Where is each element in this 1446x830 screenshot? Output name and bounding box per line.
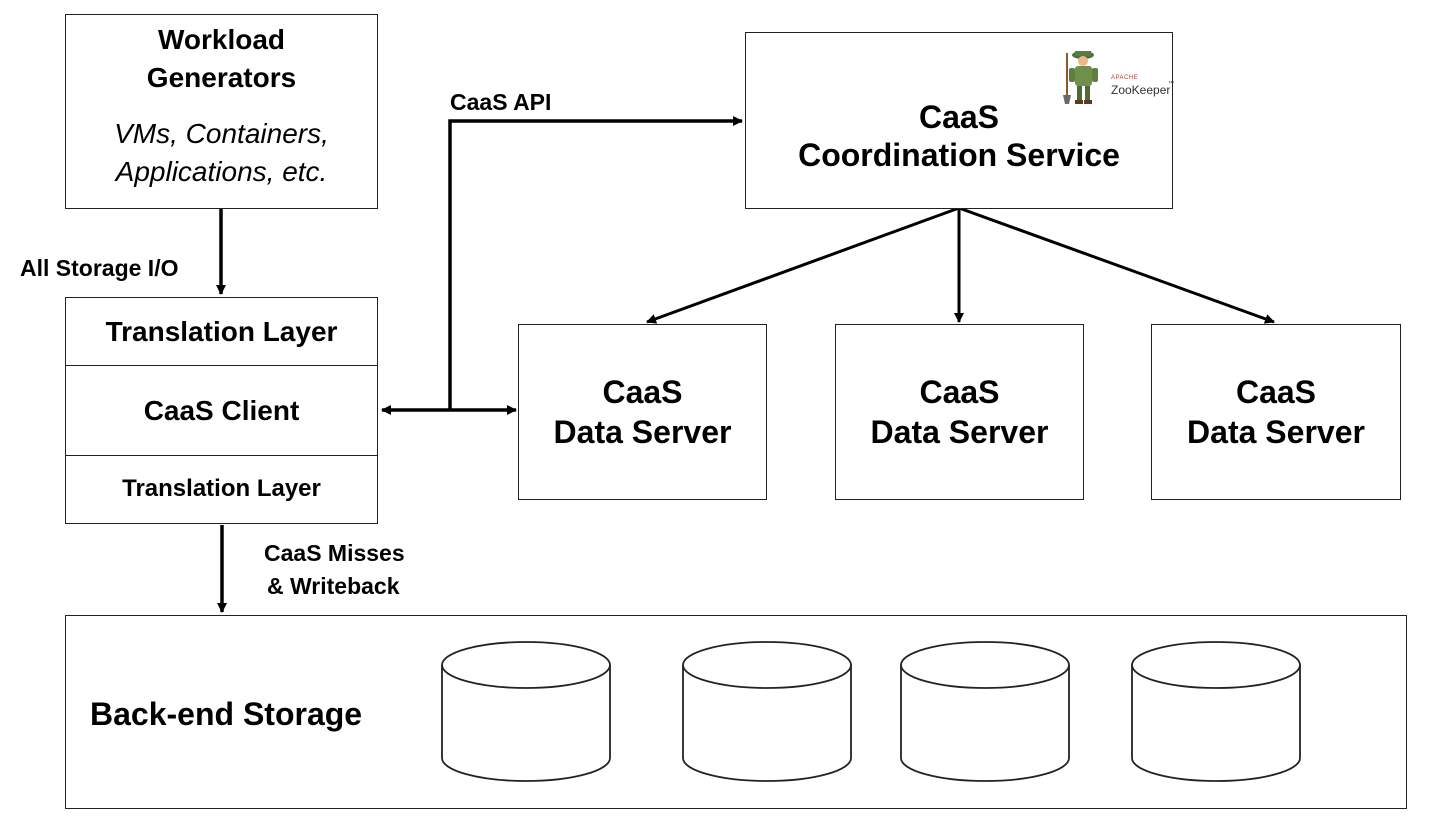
zookeeper-logo-small-text: APACHE <box>1111 75 1139 81</box>
data-server-2-line1: CaaS <box>919 374 1000 410</box>
workload-title-line1: Workload <box>157 24 286 55</box>
misses-label-line2: & Writeback <box>267 573 400 599</box>
translation-layer-top: Translation Layer <box>66 298 377 366</box>
zookeeper-logo-tm: ™ <box>1168 81 1174 87</box>
data-server-2-box: CaaS Data Server <box>835 324 1084 500</box>
workload-sub-line2: Applications, etc. <box>115 156 328 187</box>
caas-api-label: CaaS API <box>450 89 552 115</box>
data-server-3-line2: Data Server <box>1187 414 1365 450</box>
backend-storage-label: Back-end Storage <box>90 696 363 732</box>
coordination-service-box: CaaS Coordination Service APACHE ZooKeep… <box>745 32 1174 209</box>
client-stack-box: Translation Layer CaaS Client Translatio… <box>65 297 378 524</box>
data-server-2-line2: Data Server <box>870 414 1049 450</box>
zookeeper-logo: APACHE ZooKeeper ™ <box>1059 47 1174 107</box>
disk-2-icon <box>682 641 852 782</box>
workload-generators-box: Workload Generators VMs, Containers, App… <box>65 14 378 209</box>
workload-sub-line1: VMs, Containers, <box>114 118 329 149</box>
coord-to-server-3-arrow <box>958 206 1275 324</box>
workload-title-line2: Generators <box>146 62 297 93</box>
disk-1-icon <box>441 641 611 782</box>
data-server-3-box: CaaS Data Server <box>1151 324 1401 500</box>
caas-api-arrow <box>448 116 743 410</box>
caas-client: CaaS Client <box>66 366 377 456</box>
coord-to-server-1-arrow <box>646 206 960 324</box>
data-server-1-line2: Data Server <box>553 414 732 450</box>
data-server-3-line1: CaaS <box>1235 374 1317 410</box>
translation-layer-top-label: Translation Layer <box>105 315 338 347</box>
coordination-line1: CaaS <box>918 98 1000 135</box>
disk-3-icon <box>900 641 1070 782</box>
zookeeper-mascot-icon <box>1063 51 1098 104</box>
coordination-line2: Coordination Service <box>798 136 1120 173</box>
all-storage-io-label: All Storage I/O <box>20 255 179 281</box>
data-server-1-line1: CaaS <box>602 374 683 410</box>
zookeeper-logo-name: ZooKeeper <box>1111 83 1171 97</box>
data-server-1-box: CaaS Data Server <box>518 324 767 500</box>
disk-4-icon <box>1131 641 1301 782</box>
translation-layer-bottom-label: Translation Layer <box>122 475 321 502</box>
caas-client-label: CaaS Client <box>143 394 300 426</box>
misses-label-line1: CaaS Misses <box>264 540 405 566</box>
translation-layer-bottom: Translation Layer <box>66 456 377 522</box>
